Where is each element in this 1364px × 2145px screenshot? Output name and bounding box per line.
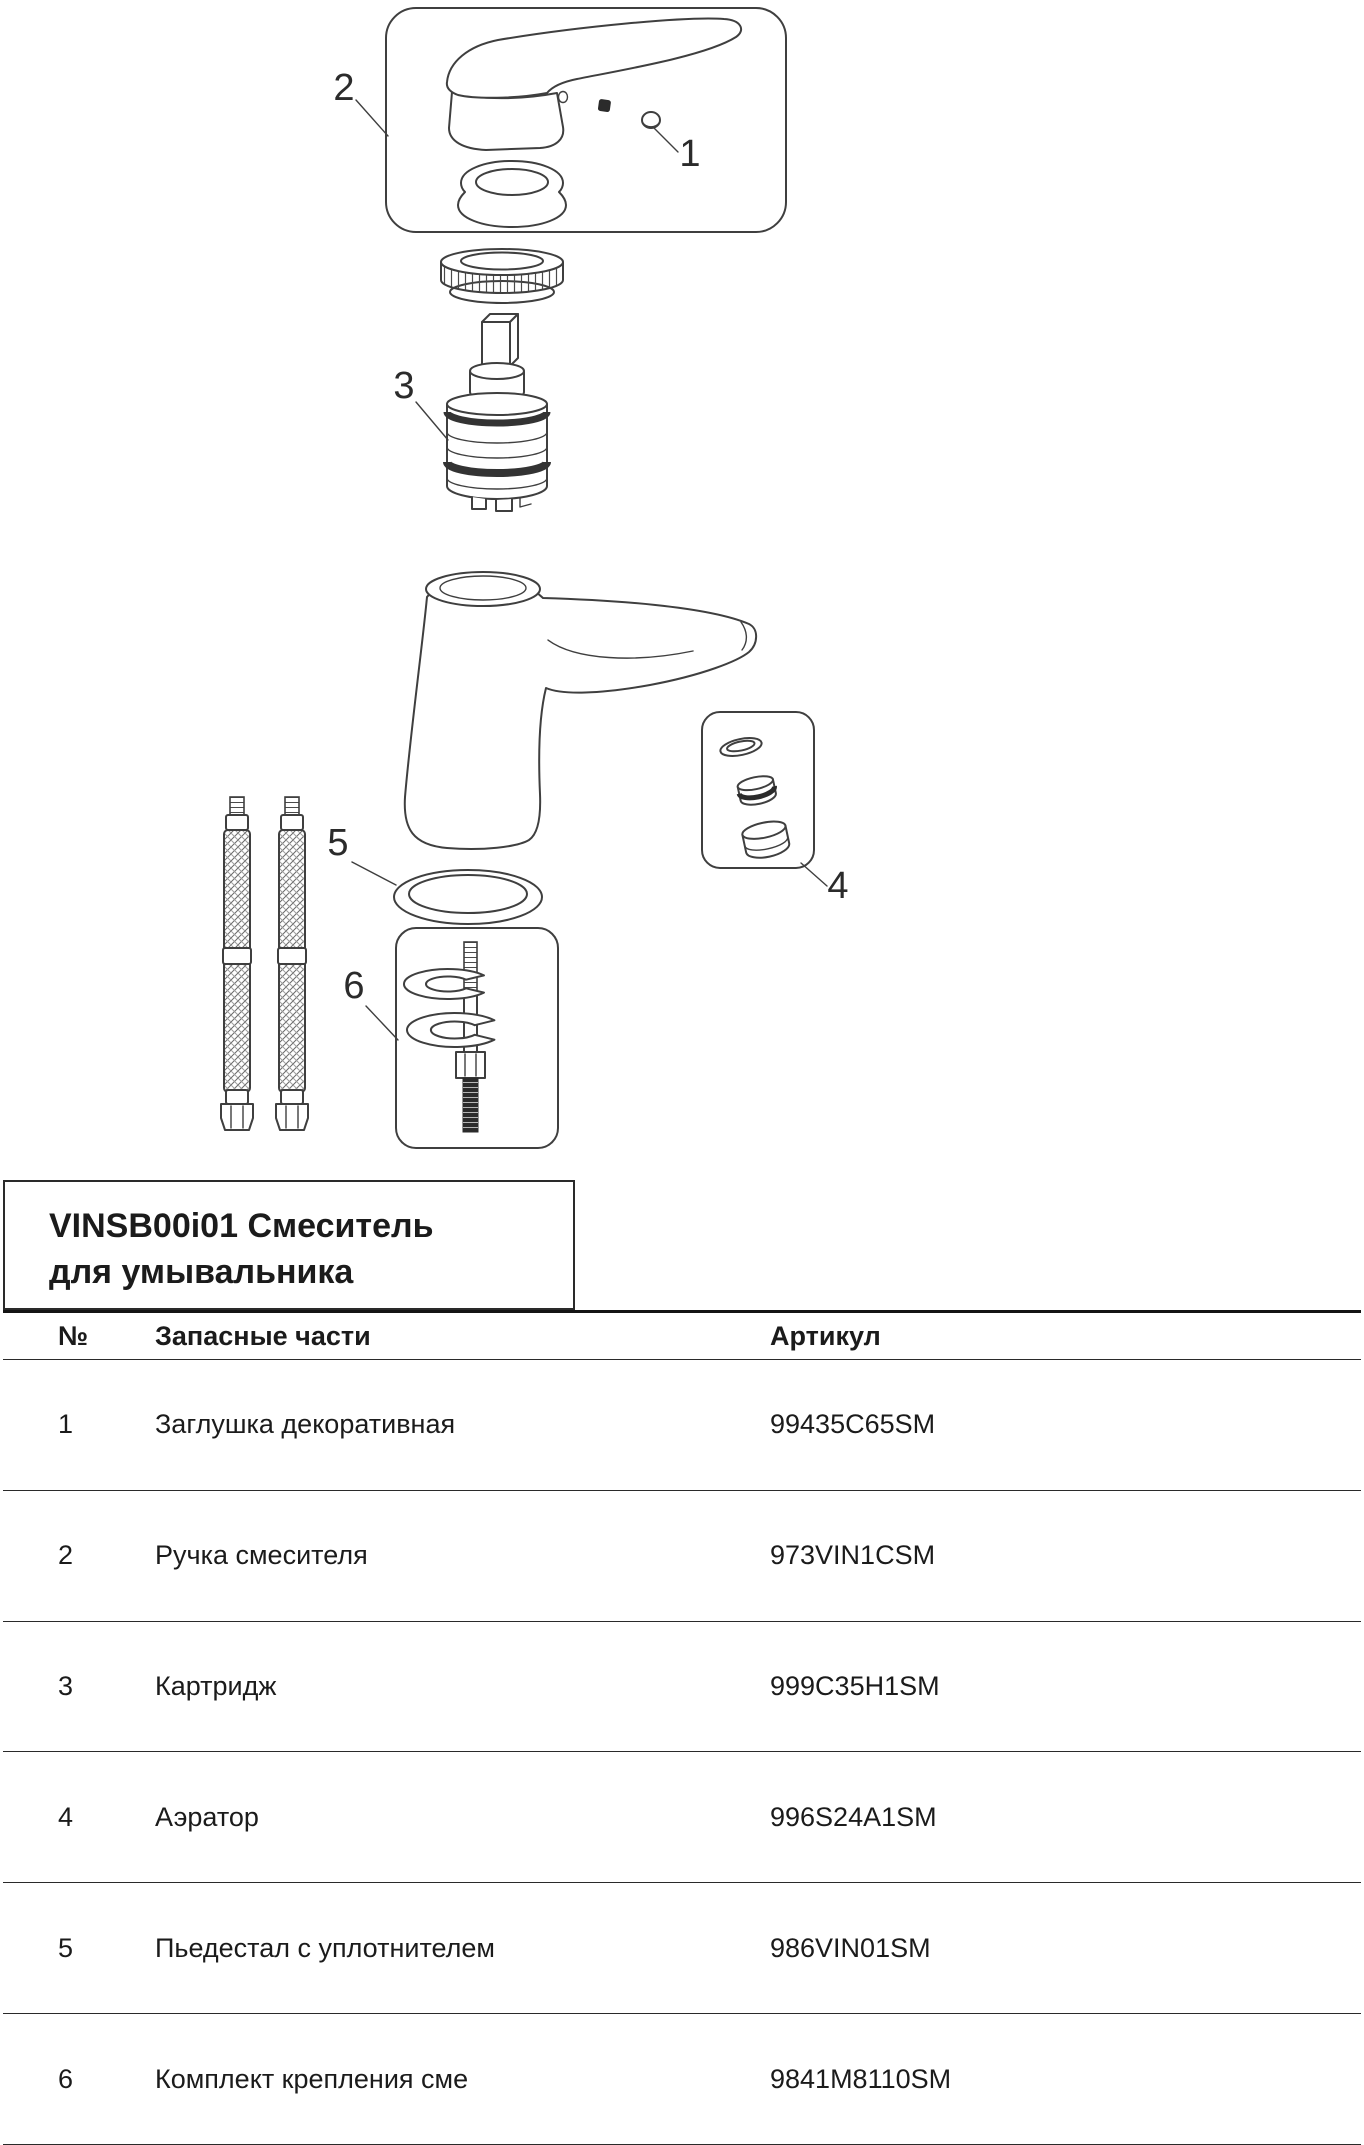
handle-lever bbox=[445, 17, 743, 99]
part-number: 4 bbox=[58, 1801, 74, 1832]
callout-4-leader bbox=[800, 862, 828, 887]
cartridge bbox=[443, 313, 551, 512]
part-article: 999C35H1SM bbox=[770, 1671, 940, 1702]
callout-1-leader bbox=[653, 127, 679, 153]
hose-nut bbox=[220, 1103, 254, 1131]
part-number: 6 bbox=[58, 2063, 74, 2094]
mounting-clamp-top bbox=[403, 968, 485, 1000]
callout-2-leader bbox=[355, 99, 389, 137]
callout-6-leader bbox=[365, 1005, 399, 1041]
cartridge-body bbox=[443, 392, 551, 500]
table-row: 5 Пьедестал с уплотнителем 986VIN01SM bbox=[3, 1883, 1361, 2015]
callout-5-leader bbox=[351, 861, 397, 886]
header-article: Артикул bbox=[770, 1320, 881, 1351]
cartridge-feet bbox=[471, 496, 532, 512]
table-header-row: № Запасные части Артикул bbox=[3, 1313, 1361, 1360]
faucet-top-opening bbox=[425, 571, 541, 607]
table-row: 6 Комплект крепления сме 9841M8110SM bbox=[3, 2014, 1361, 2145]
callout-4: 4 bbox=[827, 865, 848, 907]
handle-assembly-box bbox=[385, 7, 787, 233]
cartridge-collar bbox=[469, 362, 525, 380]
handle-screw-hole bbox=[557, 90, 569, 104]
pedestal-gasket bbox=[393, 869, 543, 925]
mounting-nut bbox=[455, 1051, 486, 1079]
part-name: Комплект крепления сме bbox=[155, 2063, 469, 2094]
header-number: № bbox=[58, 1320, 89, 1351]
parts-table: № Запасные части Артикул 1 Заглушка деко… bbox=[3, 1310, 1361, 2145]
exploded-diagram: 2 1 bbox=[220, 7, 849, 1149]
callout-3: 3 bbox=[393, 365, 414, 407]
part-number: 1 bbox=[58, 1409, 74, 1440]
product-title-line1: VINSB00i01 Смеситель bbox=[49, 1207, 434, 1245]
decorative-plug bbox=[641, 111, 661, 129]
callout-5: 5 bbox=[327, 822, 348, 864]
faucet-silhouette bbox=[403, 584, 758, 850]
cartridge-stem bbox=[481, 313, 519, 367]
table-row: 4 Аэратор 996S24A1SM bbox=[3, 1752, 1361, 1884]
part-name: Ручка смесителя bbox=[155, 1540, 368, 1571]
part-number: 3 bbox=[58, 1671, 74, 1702]
aerator-box bbox=[701, 711, 815, 869]
mounting-clamp-bottom bbox=[406, 1012, 496, 1048]
callout-1: 1 bbox=[679, 133, 700, 175]
mounting-stud bbox=[455, 941, 486, 1133]
part-number: 2 bbox=[58, 1540, 74, 1571]
part-article: 986VIN01SM bbox=[770, 1932, 931, 1963]
part-article: 996S24A1SM bbox=[770, 1801, 937, 1832]
callout-6: 6 bbox=[343, 965, 364, 1007]
part-name: Заглушка декоративная bbox=[155, 1409, 456, 1440]
aerator-insert bbox=[736, 775, 777, 806]
part-number: 5 bbox=[58, 1932, 74, 1963]
handle-base-ring bbox=[457, 160, 567, 228]
callout-2: 2 bbox=[333, 67, 354, 109]
part-article: 973VIN1CSM bbox=[770, 1540, 936, 1571]
part-name: Картридж bbox=[155, 1671, 277, 1702]
spout-tip-line bbox=[740, 621, 748, 651]
part-article: 99435C65SM bbox=[770, 1409, 936, 1440]
mounting-kit-box bbox=[395, 927, 559, 1149]
faucet-body bbox=[403, 571, 758, 850]
part-article: 9841M8110SM bbox=[770, 2063, 952, 2094]
supply-hose-left bbox=[220, 796, 254, 1131]
hose-nut bbox=[275, 1103, 309, 1131]
title-block: VINSB00i01 Смеситель для умывальника bbox=[3, 1180, 575, 1310]
product-title-line2: для умывальника bbox=[49, 1252, 354, 1291]
callout-3-leader bbox=[415, 401, 449, 441]
part-name: Аэратор bbox=[155, 1801, 259, 1832]
handle-body bbox=[448, 91, 565, 151]
part-name: Пьедестал с уплотнителем bbox=[155, 1932, 495, 1963]
aerator-shell bbox=[741, 820, 791, 859]
header-name: Запасные части bbox=[155, 1320, 371, 1351]
supply-hose-right bbox=[275, 796, 309, 1131]
spout-underside-line bbox=[547, 639, 694, 659]
retaining-ring bbox=[440, 248, 564, 304]
table-row: 1 Заглушка декоративная 99435C65SM bbox=[3, 1360, 1361, 1491]
table-row: 3 Картридж 999C35H1SM bbox=[3, 1622, 1361, 1753]
set-screw bbox=[597, 99, 611, 113]
aerator-washer bbox=[719, 737, 763, 757]
table-row: 2 Ручка смесителя 973VIN1CSM bbox=[3, 1491, 1361, 1622]
